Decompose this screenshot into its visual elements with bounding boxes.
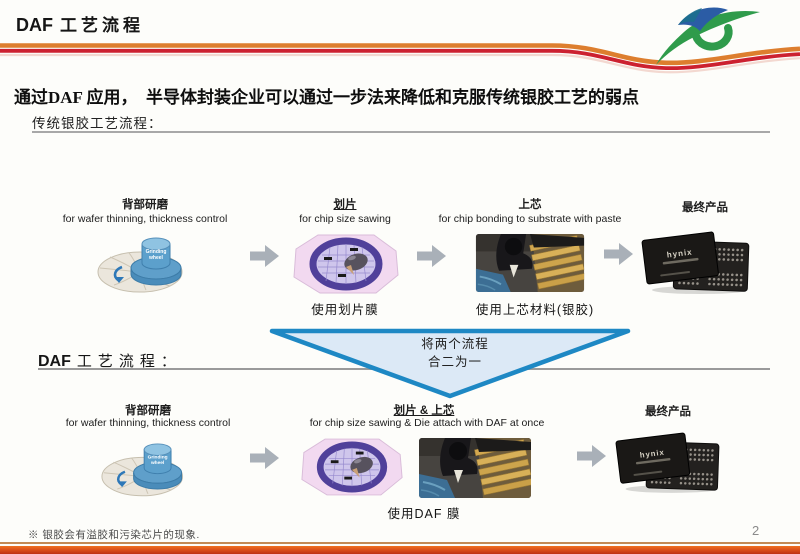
trad-step2-subtitle: for chip size sawing — [299, 213, 391, 225]
trad-step1-subtitle: for wafer thinning, thickness control — [62, 213, 228, 225]
trad-step3-caption: 使用上芯材料(银胶) — [475, 303, 595, 317]
bottom-accent-bar — [0, 546, 800, 554]
section-traditional-label: 传统银胶工艺流程： — [32, 116, 163, 131]
trad-step1-title: 背部研磨 — [122, 199, 168, 211]
trad-step4-title: 最终产品 — [682, 202, 728, 214]
die-bonder-photo — [419, 438, 531, 498]
daf-step2-caption: 使用DAF 膜 — [387, 507, 461, 521]
page-number: 2 — [752, 523, 760, 538]
intro-statement: 通过DAF 应用， 半导体封装企业可以通过一步法来降低和克服传统银胶工艺的弱点 — [14, 88, 640, 107]
trad-step2-title: 划片 — [333, 199, 357, 211]
bottom-thin-line — [0, 542, 800, 544]
trad-step2-caption: 使用划片膜 — [311, 303, 379, 317]
flow-arrow-icon — [250, 245, 279, 267]
svg-text:Grinding: Grinding — [146, 249, 167, 255]
trad-step3-title: 上芯 — [518, 199, 542, 211]
daf-step2-subtitle: for chip size sawing & Die attach with D… — [309, 417, 545, 429]
svg-text:hynix: hynix — [639, 448, 665, 460]
daf-step1-title: 背部研磨 — [125, 405, 171, 417]
daf-step2-title: 划片 & 上芯 — [393, 405, 455, 417]
die-bonder-photo — [475, 234, 585, 292]
grinding-wheel-illustration: Grinding wheel — [97, 237, 183, 293]
flow-arrow-icon — [604, 243, 633, 265]
svg-text:wheel: wheel — [148, 255, 164, 261]
flow-arrow-icon — [577, 445, 606, 467]
footer-note: ※ 银胶会有溢胶和污染芯片的现象. — [28, 529, 200, 541]
grinding-wheel-illustration: Grinding wheel — [101, 443, 184, 497]
svg-text:wheel: wheel — [150, 460, 164, 466]
trad-step3-subtitle: for chip bonding to substrate with paste — [438, 213, 622, 225]
chip-package-photo: hynix — [641, 231, 750, 294]
wafer-dicing-illustration — [293, 234, 399, 294]
flow-arrow-icon — [417, 245, 446, 267]
daf-step1-subtitle: for wafer thinning, thickness control — [65, 417, 231, 429]
section-traditional-underline — [32, 131, 770, 133]
chip-package-photo: hynix — [615, 432, 720, 493]
merge-triangle — [269, 328, 631, 399]
section-daf-colon: ： — [160, 353, 176, 370]
wafer-dicing-illustration — [301, 438, 403, 496]
company-logo-icon — [656, 7, 760, 66]
page-title: DAF 工艺流程 — [16, 11, 144, 36]
flow-arrow-icon — [250, 447, 279, 469]
daf-step3-title: 最终产品 — [645, 406, 691, 418]
page-title-cjk: 工艺流程 — [60, 16, 144, 35]
section-daf-cjk: 工艺流程 — [76, 353, 161, 370]
svg-text:Grinding: Grinding — [148, 454, 168, 460]
section-daf-latin: DAF — [38, 353, 71, 370]
svg-text:hynix: hynix — [666, 247, 693, 259]
section-daf-label: DAF 工艺流程： — [38, 350, 176, 371]
merge-callout-line1: 将两个流程 — [421, 337, 489, 351]
merge-callout-line2: 合二为一 — [427, 355, 482, 369]
page-title-latin: DAF — [16, 15, 53, 35]
